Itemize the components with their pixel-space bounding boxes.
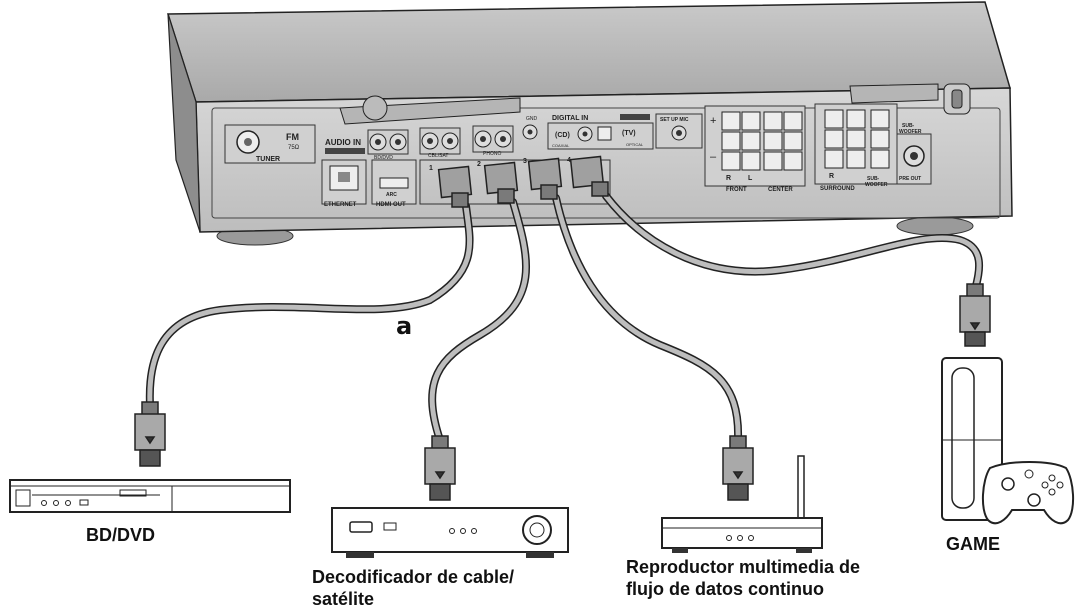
- tuner-label: TUNER: [256, 156, 280, 163]
- rca-jacks: BD/DVD CBL/SAT PHONO GND: [367, 116, 538, 161]
- tv-label: (TV): [622, 130, 636, 137]
- cable-satellite-box-icon: [331, 507, 569, 558]
- front-r-label: R: [726, 175, 731, 182]
- surround-label: SURROUND: [820, 186, 855, 192]
- hdmi-out-port: ARC HDMI OUT: [371, 159, 417, 208]
- cbl-sat-jack-label: CBL/SAT: [428, 153, 448, 159]
- audio-in-label: AUDIO IN: [325, 138, 361, 147]
- callout-a: a: [396, 312, 413, 340]
- subwoofer-line1: SUB-: [902, 123, 915, 129]
- media-player-label-text: Reproductor multimedia de flujo de datos…: [626, 557, 861, 599]
- media-player-label: Reproductor multimedia de flujo de datos…: [626, 556, 926, 600]
- pre-out-label: PRE OUT: [899, 176, 921, 182]
- media-player-icon: [661, 455, 823, 553]
- cable-cable-box: [428, 198, 531, 444]
- gnd-label: GND: [526, 116, 538, 122]
- set-up-mic-label: SET UP MIC: [660, 117, 689, 123]
- bd-dvd-player-icon: [9, 479, 291, 513]
- hdmi-cables: [145, 192, 984, 444]
- tuner-section: FM 75Ω TUNER: [224, 124, 316, 164]
- ethernet-port: ETHERNET: [321, 159, 367, 208]
- cable-box-label: Decodificador de cable/ satélite: [312, 566, 572, 610]
- center-label: CENTER: [768, 187, 793, 193]
- optical-label: OPTICAL: [626, 142, 644, 147]
- av-receiver: FM 75Ω TUNER AUDIO IN BD/DVD CBL/SAT PHO…: [166, 1, 1013, 246]
- arc-label: ARC: [386, 192, 397, 198]
- phono-jack-label: PHONO: [483, 151, 501, 157]
- receiver-hdmi-plugs: [437, 155, 609, 208]
- hdmi-in-2-label: 2: [477, 161, 481, 168]
- game-label: GAME: [946, 534, 1000, 554]
- subwoofer-line2: WOOFER: [899, 129, 922, 135]
- minus-label: –: [710, 151, 717, 163]
- subwoofer-pre-out: SUB- WOOFER PRE OUT: [896, 123, 932, 185]
- bd-dvd-label: BD/DVD: [86, 525, 156, 545]
- speaker-terminals: + – R L FRONT CENTER R SURROUND SUB- WOO…: [704, 103, 898, 193]
- device-hdmi-plugs: [134, 283, 991, 501]
- sub-spk-line1: SUB-: [867, 176, 880, 182]
- surround-r-label: R: [829, 173, 834, 180]
- front-l-label: L: [748, 175, 753, 182]
- subwoofer-label: SUB- WOOFER: [899, 123, 922, 135]
- hdmi-in-3-label: 3: [523, 158, 527, 165]
- sub-spk-line2: WOOFER: [865, 182, 888, 188]
- game-controller-icon: [982, 461, 1074, 525]
- hdmi-in-4-label: 4: [567, 157, 571, 164]
- ethernet-label: ETHERNET: [324, 202, 357, 208]
- fm-ohm-label: 75Ω: [288, 145, 300, 151]
- sub-spk-label: SUB- WOOFER: [865, 176, 888, 188]
- fm-label: FM: [286, 132, 299, 142]
- plus-label: +: [710, 115, 716, 127]
- digital-in-label: DIGITAL IN: [552, 115, 588, 122]
- hdmi-in-1-label: 1: [429, 165, 433, 172]
- bd-dvd-jack-label: BD/DVD: [374, 155, 393, 161]
- front-label: FRONT: [726, 187, 747, 193]
- coaxial-label: COAXIAL: [552, 143, 570, 148]
- digital-in-section: DIGITAL IN (CD) (TV) COAXIAL OPTICAL: [547, 114, 654, 150]
- hdmi-out-label: HDMI OUT: [376, 202, 406, 208]
- cable-box-label-text: Decodificador de cable/ satélite: [312, 567, 515, 609]
- cd-label: (CD): [555, 132, 570, 139]
